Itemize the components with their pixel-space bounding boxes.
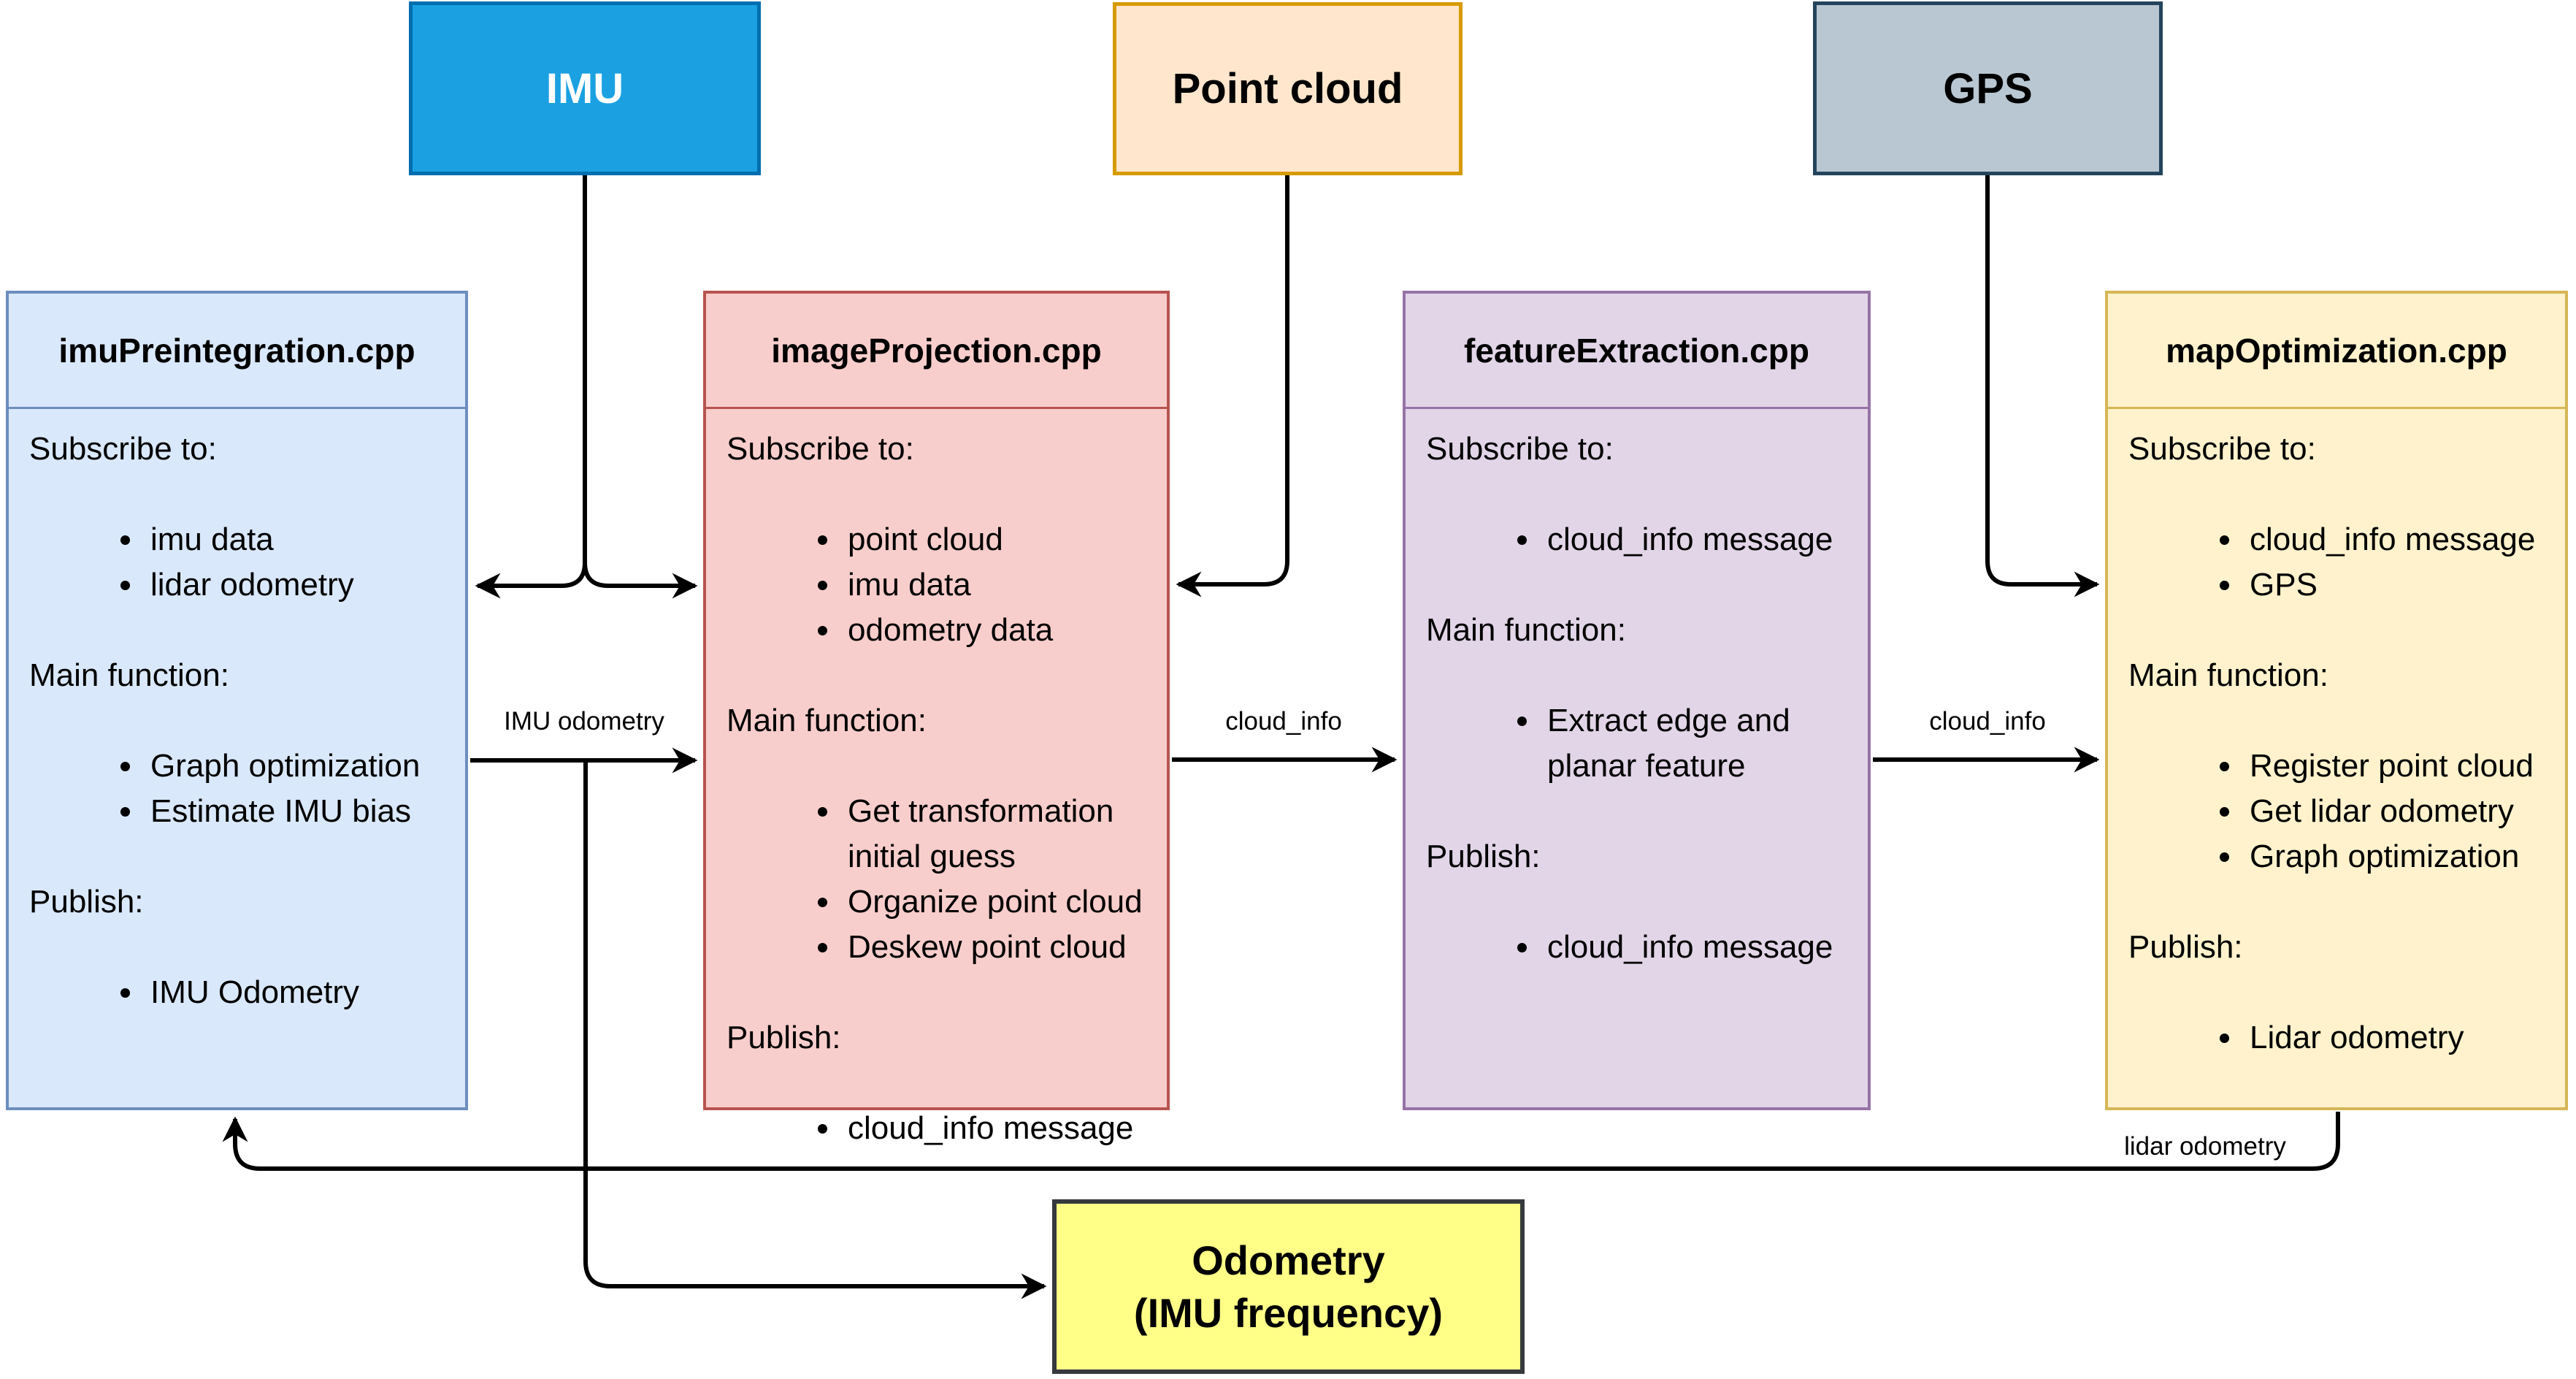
section-label: Subscribe to: [1426,431,1614,467]
node-gps: GPS [1813,1,2163,175]
module-body: Subscribe to: imu data lidar odometry Ma… [9,409,465,1015]
list-item: Graph optimization [2244,834,2546,879]
section-list: Extract edge and planar feature [1426,698,1849,789]
odometry-output-line2: (IMU frequency) [1133,1289,1444,1336]
module-title: featureExtraction.cpp [1406,294,1868,409]
list-item: Lidar odometry [2244,1015,2546,1061]
edge-imu-to-imageprojection [583,562,698,599]
list-item: point cloud [842,517,1148,562]
module-body: Subscribe to: cloud_info message GPS Mai… [2108,409,2565,1061]
list-item: lidar odometry [145,562,446,608]
section-label: Main function: [1426,612,1626,648]
list-item: Organize point cloud [842,879,1148,925]
module-body: Subscribe to: cloud_info message Main fu… [1406,409,1868,970]
section-label: Publish: [2128,929,2243,965]
list-item: Graph optimization [145,744,446,789]
section-list: IMU Odometry [29,970,446,1015]
section-list: cloud_info message [1426,925,1849,970]
list-item: odometry data [842,608,1148,653]
section-label: Publish: [1426,839,1541,874]
edge-lidar-odometry-feedback [222,1112,2340,1171]
module-title: imuPreintegration.cpp [9,294,465,409]
list-item: Estimate IMU bias [145,789,446,834]
node-featureextraction: featureExtraction.cpp Subscribe to: clou… [1403,291,1871,1110]
section-label: Main function: [727,703,927,738]
node-mapoptimization: mapOptimization.cpp Subscribe to: cloud_… [2105,291,2568,1110]
list-item: cloud_info message [1541,517,1849,562]
node-odometry-output: Odometry (IMU frequency) [1052,1199,1525,1374]
edge-label-cloud-info-1: cloud_info [1219,707,1348,736]
section-label: Main function: [2128,657,2328,693]
section-list: Graph optimization Estimate IMU bias [29,744,446,834]
list-item: Extract edge and planar feature [1541,698,1849,789]
list-item: cloud_info message [842,1106,1148,1151]
edge-label-cloud-info-2: cloud_info [1923,707,2052,736]
section-list: cloud_info message GPS [2128,517,2546,608]
section-list: cloud_info message [727,1106,1148,1151]
section-label: Subscribe to: [29,431,217,467]
list-item: IMU Odometry [145,970,446,1015]
node-imupreintegration: imuPreintegration.cpp Subscribe to: imu … [6,291,468,1110]
edge-gps-to-mapoptimization [1985,175,2100,597]
section-label: Publish: [727,1020,841,1055]
section-list: Lidar odometry [2128,1015,2546,1061]
list-item: Register point cloud [2244,744,2546,789]
list-item: Get transformation initial guess [842,789,1148,879]
list-item: Deskew point cloud [842,925,1148,970]
edge-label-imu-odometry: IMU odometry [498,707,670,736]
module-title: mapOptimization.cpp [2108,294,2565,409]
module-title: imageProjection.cpp [706,294,1167,409]
section-list: Register point cloud Get lidar odometry … [2128,744,2546,879]
edge-imu-odometry-to-output [583,760,1047,1299]
node-gps-label: GPS [1943,64,2033,112]
odometry-output-line1: Odometry [1192,1237,1385,1283]
list-item: cloud_info message [2244,517,2546,562]
list-item: cloud_info message [1541,925,1849,970]
edge-pointcloud-to-imageprojection [1176,175,1289,597]
section-label: Subscribe to: [2128,431,2316,467]
edge-imu-to-imupreintegration [475,562,587,599]
module-body: Subscribe to: point cloud imu data odome… [706,409,1167,1151]
list-item: imu data [145,517,446,562]
section-label: Subscribe to: [727,431,914,467]
node-imu: IMU [409,1,761,175]
node-imageprojection: imageProjection.cpp Subscribe to: point … [703,291,1170,1146]
section-label: Main function: [29,657,229,693]
section-list: imu data lidar odometry [29,517,446,608]
node-imu-label: IMU [545,64,624,112]
section-list: Get transformation initial guess Organiz… [727,789,1148,970]
section-list: cloud_info message [1426,517,1849,562]
list-item: imu data [842,562,1148,608]
list-item: GPS [2244,562,2546,608]
list-item: Get lidar odometry [2244,789,2546,834]
section-list: point cloud imu data odometry data [727,517,1148,653]
node-point-cloud-label: Point cloud [1172,65,1403,112]
edge-label-lidar-odometry: lidar odometry [2118,1132,2292,1161]
node-point-cloud: Point cloud [1113,2,1463,175]
section-label: Publish: [29,884,144,920]
